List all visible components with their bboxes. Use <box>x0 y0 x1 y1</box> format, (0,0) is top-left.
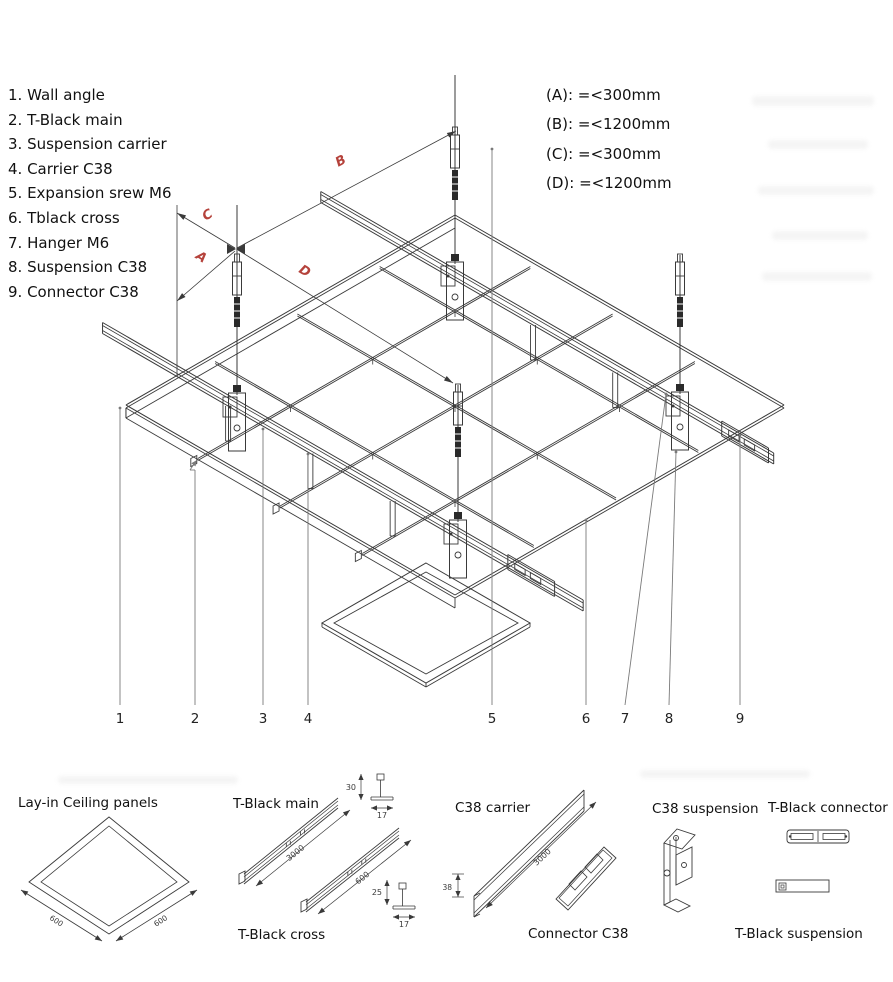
carrier-length: 3000 <box>532 847 553 867</box>
callout-leaders <box>118 147 742 706</box>
legend-item-5: 5. Expansion srew M6 <box>8 184 172 203</box>
panel-drawing: 600 600 <box>20 816 198 942</box>
callout-8: 8 <box>664 711 674 727</box>
callout-4: 4 <box>303 711 313 727</box>
suspension-carrier-clips <box>225 325 619 537</box>
scan-smudge <box>758 186 874 195</box>
t-black-connector-drawing <box>786 829 850 844</box>
panel-dim-600-left: 600 <box>48 913 65 928</box>
legend-item-9: 9. Connector C38 <box>8 282 139 301</box>
scan-smudge <box>762 272 872 281</box>
label-t-black-cross: T-Black cross <box>238 927 326 943</box>
t-black-cross-section: 25 17 <box>372 880 416 929</box>
callout-5: 5 <box>487 711 497 727</box>
label-t-black-suspension: T-Black suspension <box>735 926 863 942</box>
label-connector-c38: Connector C38 <box>528 926 629 942</box>
legend-item-1: 1. Wall angle <box>8 86 105 104</box>
hanger-rods <box>222 75 689 579</box>
carrier-height: 38 <box>442 883 452 892</box>
label-t-black-connector: T-Black connector <box>768 800 888 816</box>
t-cross-sec-height: 25 <box>372 888 382 897</box>
legend-item-7: 7. Hanger M6 <box>8 233 110 252</box>
legend-item-6: 6. Tblack cross <box>8 209 120 227</box>
note-b: (B): =<1200mm <box>546 115 671 134</box>
lay-in-panel <box>320 562 532 688</box>
legend-item-4: 4. Carrier C38 <box>8 159 113 178</box>
t-main-sec-height: 30 <box>346 783 356 792</box>
scan-smudge <box>640 770 810 778</box>
t-black-main-drawing: 3000 <box>238 797 351 887</box>
legend-item-3: 3. Suspension carrier <box>8 135 167 154</box>
dimension-lines <box>176 130 457 384</box>
t-main-length: 3000 <box>285 843 306 863</box>
scan-smudge <box>768 140 868 149</box>
t-cross-sec-width: 17 <box>399 920 409 929</box>
c38-carrier-drawing: 38 3000 <box>442 789 597 918</box>
panel-dim-600-right: 600 <box>152 913 169 928</box>
note-d: (D): =<1200mm <box>546 174 672 193</box>
callout-3: 3 <box>258 711 268 727</box>
c38-carriers <box>102 191 775 612</box>
callout-9: 9 <box>735 711 745 727</box>
assembly-isometric-drawing <box>102 75 785 706</box>
label-c38-carrier: C38 carrier <box>455 800 531 816</box>
ceiling-grid <box>125 214 785 609</box>
callout-2: 2 <box>190 711 200 727</box>
label-c38-suspension: C38 suspension <box>652 801 759 817</box>
t-black-suspension-drawing <box>775 879 830 893</box>
note-a: (A): =<300mm <box>546 86 661 104</box>
callout-6: 6 <box>581 711 591 727</box>
legend-item-8: 8. Suspension C38 <box>8 258 148 277</box>
legend-item-2: 2. T-Black main <box>8 110 123 129</box>
callout-1: 1 <box>115 711 125 727</box>
note-c: (C): =<300mm <box>546 144 661 163</box>
t-black-main-section: 30 17 <box>346 773 394 820</box>
t-black-cross-drawing: 600 <box>300 827 412 915</box>
connector-c38-drawing <box>555 846 617 911</box>
label-t-black-main: T-Black main <box>233 796 319 812</box>
label-lay-in-panels: Lay-in Ceiling panels <box>18 795 158 811</box>
scan-smudge <box>752 96 874 106</box>
c38-suspension-drawing <box>662 828 696 913</box>
callout-7: 7 <box>620 711 630 727</box>
t-main-sec-width: 17 <box>377 811 387 820</box>
scan-smudge <box>58 776 238 784</box>
scan-smudge <box>772 231 868 240</box>
